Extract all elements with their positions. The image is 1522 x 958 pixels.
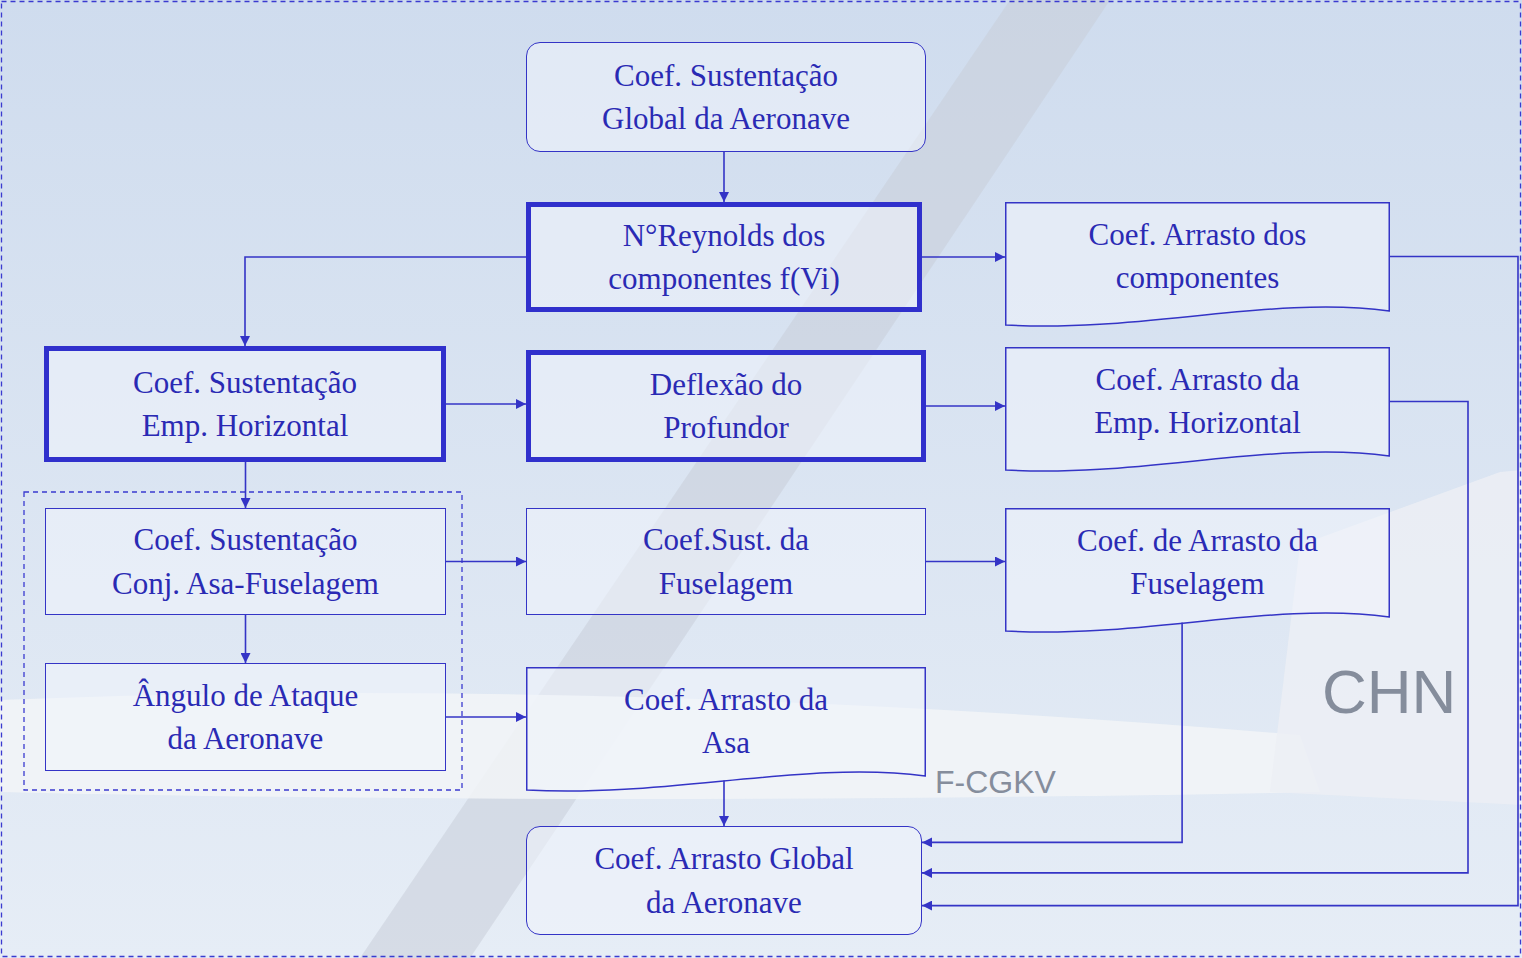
text-holder: Coef. Arrasto da Asa — [622, 678, 831, 765]
dashed-group-frame — [24, 492, 462, 790]
text-holder: Coef. Sustentação Global da Aeronave — [600, 54, 852, 141]
document-box: Coef. Arrasto da Asa — [526, 667, 926, 796]
process-box: Coef. Sustentação Global da Aeronave — [526, 42, 926, 152]
process-box: Coef. Arrasto Global da Aeronave — [526, 826, 922, 935]
flow-arrow — [922, 402, 1468, 873]
glider-wing — [360, 0, 1110, 958]
process-box: Deflexão do Profundor — [526, 350, 926, 462]
flow-arrow — [245, 257, 526, 346]
node-text: Coef.Sust. da Fuselagem — [641, 518, 812, 605]
process-box: Ângulo de Ataque da Aeronave — [45, 663, 446, 771]
node-text: Ângulo de Ataque da Aeronave — [131, 674, 361, 761]
flow-arrow — [723, 152, 725, 202]
node-text: Coef. de Arrasto da Fuselagem — [1075, 519, 1321, 606]
document-box: Coef. Arrasto dos componentes — [1005, 202, 1390, 331]
flow-arrow — [926, 561, 1005, 563]
text-holder: Coef. Sustentação Conj. Asa-Fuselagem — [110, 518, 381, 605]
document-shape — [527, 668, 926, 791]
node-text: Coef. Arrasto dos componentes — [1087, 213, 1309, 300]
process-box: N°Reynolds dos componentes f(Vi) — [526, 202, 922, 312]
node-text: Coef. Arrasto Global da Aeronave — [592, 837, 856, 924]
text-holder: Deflexão do Profundor — [648, 363, 805, 450]
document-box: Coef. Arrasto da Emp. Horizontal — [1005, 347, 1390, 476]
document-shape — [1006, 348, 1390, 471]
node-text: Coef. Arrasto da Emp. Horizontal — [1092, 358, 1303, 445]
node-text: Coef. Sustentação Global da Aeronave — [600, 54, 852, 141]
flow-arrow — [922, 622, 1182, 842]
document-shape — [1006, 509, 1390, 632]
flow-arrow — [446, 716, 526, 718]
flow-arrow — [926, 405, 1005, 407]
text-holder: Coef. Arrasto da Emp. Horizontal — [1092, 358, 1303, 445]
text-holder: Coef. Sustentação Emp. Horizontal — [131, 361, 359, 448]
text-holder: Coef. de Arrasto da Fuselagem — [1075, 519, 1321, 606]
flow-arrow — [922, 257, 1518, 906]
text-holder: Ângulo de Ataque da Aeronave — [131, 674, 361, 761]
node-text: Coef. Arrasto da Asa — [622, 678, 831, 765]
node-text: Deflexão do Profundor — [648, 363, 805, 450]
flow-arrow — [446, 561, 526, 563]
process-box: Coef. Sustentação Emp. Horizontal — [44, 346, 446, 462]
flow-arrow — [245, 462, 247, 508]
node-text: Coef. Sustentação Conj. Asa-Fuselagem — [110, 518, 381, 605]
flow-arrow — [245, 615, 247, 663]
aircraft-marking: CHN — [1322, 656, 1456, 727]
text-holder: Coef. Arrasto dos componentes — [1087, 213, 1309, 300]
text-holder: Coef.Sust. da Fuselagem — [641, 518, 812, 605]
document-shape — [1006, 203, 1390, 326]
process-box: Coef. Sustentação Conj. Asa-Fuselagem — [45, 508, 446, 615]
flow-arrow — [922, 256, 1005, 258]
flow-arrow — [723, 780, 725, 826]
aircraft-marking: F-CGKV — [935, 764, 1056, 801]
text-holder: N°Reynolds dos componentes f(Vi) — [606, 214, 842, 301]
flow-arrow — [446, 403, 526, 405]
process-box: Coef.Sust. da Fuselagem — [526, 508, 926, 615]
node-text: N°Reynolds dos componentes f(Vi) — [606, 214, 842, 301]
text-holder: Coef. Arrasto Global da Aeronave — [592, 837, 856, 924]
document-box: Coef. de Arrasto da Fuselagem — [1005, 508, 1390, 637]
node-text: Coef. Sustentação Emp. Horizontal — [131, 361, 359, 448]
